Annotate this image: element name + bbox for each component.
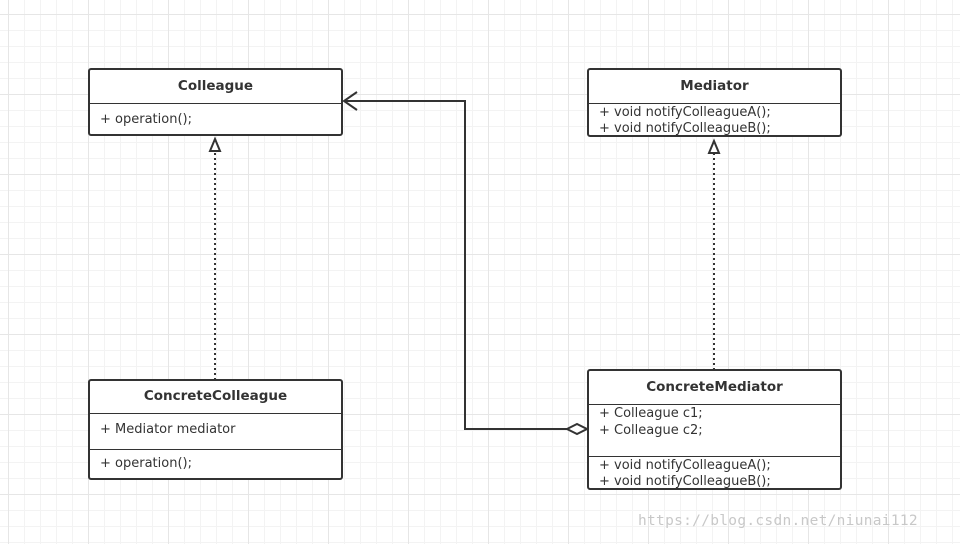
class-colleague-methods: + operation(); (90, 104, 341, 128)
class-concrete-colleague-methods: + operation(); (90, 450, 341, 472)
class-concrete-mediator-attributes: + Colleague c1; + Colleague c2; (589, 405, 840, 457)
class-colleague-title: Colleague (90, 70, 341, 104)
class-mediator-title: Mediator (589, 70, 840, 104)
watermark: https://blog.csdn.net/niunai112 (638, 513, 918, 529)
class-concrete-colleague-title: ConcreteColleague (90, 381, 341, 414)
class-mediator[interactable]: Mediator + void notifyColleagueA(); + vo… (587, 68, 842, 137)
class-concrete-colleague-attributes: + Mediator mediator (90, 414, 341, 450)
attribute: + Colleague c1; (599, 406, 703, 421)
class-mediator-methods: + void notifyColleagueA(); + void notify… (589, 104, 840, 137)
method: + void notifyColleagueA(); (599, 458, 771, 473)
method: + void notifyColleagueB(); (599, 474, 771, 489)
method: + operation(); (100, 112, 192, 127)
association-arrowhead-colleague (342, 91, 358, 111)
realization-arrowhead-mediator (707, 138, 721, 154)
aggregation-line (344, 100, 567, 430)
attribute: + Mediator mediator (100, 422, 236, 437)
method: + void notifyColleagueA(); (599, 105, 771, 120)
class-concrete-colleague[interactable]: ConcreteColleague + Mediator mediator + … (88, 379, 343, 480)
aggregation-diamond (564, 422, 590, 436)
class-concrete-mediator-title: ConcreteMediator (589, 371, 840, 405)
method: + void notifyColleagueB(); (599, 121, 771, 136)
class-colleague[interactable]: Colleague + operation(); (88, 68, 343, 136)
class-concrete-mediator-methods: + void notifyColleagueA(); + void notify… (589, 457, 840, 490)
attribute: + Colleague c2; (599, 423, 703, 438)
method: + operation(); (100, 456, 192, 471)
realization-arrowhead-colleague (208, 136, 222, 152)
class-concrete-mediator[interactable]: ConcreteMediator + Colleague c1; + Colle… (587, 369, 842, 490)
